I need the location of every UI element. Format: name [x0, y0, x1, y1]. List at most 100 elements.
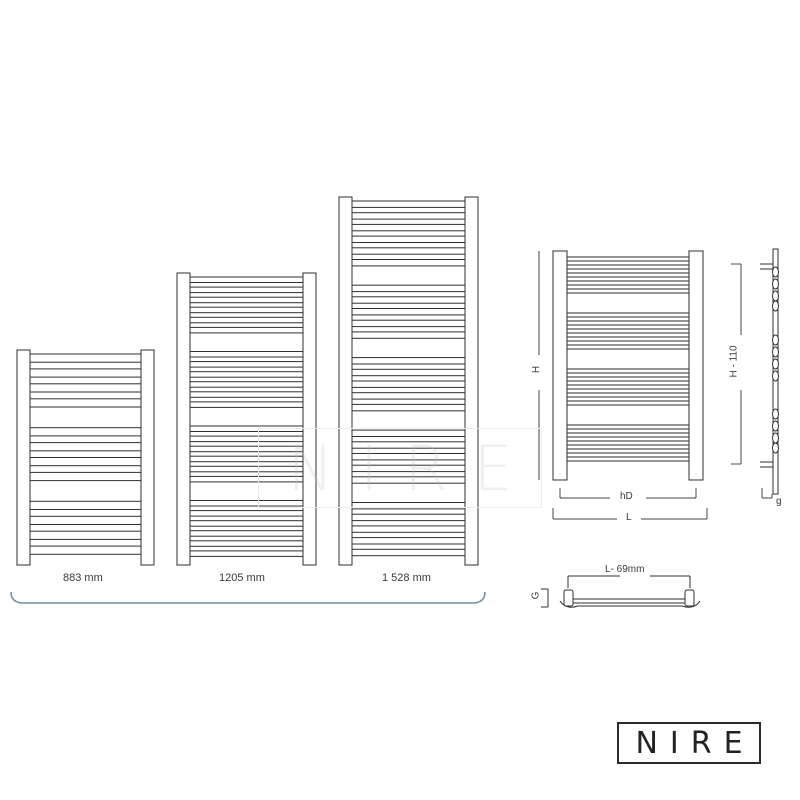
radiator-rail	[189, 381, 304, 388]
radiator-rail	[351, 429, 466, 438]
radiator-rail	[189, 276, 304, 283]
radiator-left-post	[16, 349, 31, 566]
side-tube	[772, 278, 779, 290]
radiator-rail	[189, 286, 304, 294]
radiator-rail	[351, 476, 466, 484]
radiator-rail	[189, 306, 304, 314]
radiator-rail	[351, 513, 466, 522]
side-tube	[772, 420, 779, 432]
radiator-rail	[351, 464, 466, 473]
top-width-label: L- 69mm	[605, 564, 645, 575]
radiator-rail	[189, 351, 304, 358]
watermark: NIRE	[258, 428, 542, 508]
radiator-rail	[189, 391, 304, 398]
front-rail	[566, 376, 690, 382]
radiator-rail	[351, 331, 466, 339]
radiator-rail	[351, 259, 466, 267]
side-view-radiator	[760, 248, 779, 495]
side-tube	[772, 290, 779, 302]
radiator-rail	[189, 500, 304, 507]
nire-logo: NIRE	[617, 722, 761, 764]
radiator-rail	[351, 403, 466, 412]
radiator-rail	[351, 441, 466, 449]
radiator-1528-height-label: 1 528 mm	[382, 572, 431, 584]
radiator-rail	[351, 357, 466, 365]
radiator-rail	[189, 530, 304, 537]
front-width-label: L	[626, 512, 632, 523]
front-rail	[566, 448, 690, 454]
radiator-rail	[351, 368, 466, 377]
radiator-rail	[189, 540, 304, 547]
radiator-1	[16, 349, 155, 566]
radiator-right-post	[464, 196, 479, 566]
radiator-rail	[351, 200, 466, 208]
front-rail	[566, 440, 690, 446]
radiator-left-post	[338, 196, 353, 566]
radiator-rail	[189, 435, 304, 443]
top-depth-label: G	[530, 591, 542, 600]
radiator-right-post	[140, 349, 155, 566]
radiator-series	[16, 196, 479, 566]
front-rail	[566, 400, 690, 406]
radiator-rail	[189, 316, 304, 324]
side-tube	[772, 370, 779, 382]
radiator-883-height-label: 883 mm	[63, 572, 103, 584]
radiator-rail	[189, 326, 304, 334]
radiator-rail	[351, 502, 466, 510]
radiator-rail	[29, 515, 142, 525]
size-range-bracket	[10, 591, 486, 604]
radiator-rail	[189, 371, 304, 378]
side-depth-label: g	[776, 496, 782, 507]
radiator-rail	[189, 465, 304, 473]
front-rail	[566, 384, 690, 390]
front-rail	[566, 424, 690, 430]
radiator-rail	[29, 545, 142, 555]
front-view-radiator	[552, 250, 704, 481]
side-height-label: H - 110	[728, 345, 740, 378]
radiator-rail	[189, 455, 304, 463]
radiator-rail	[189, 296, 304, 304]
side-tube	[772, 442, 779, 454]
radiator-left-post	[176, 272, 191, 566]
radiator-rail	[29, 457, 142, 467]
side-tube	[772, 266, 779, 278]
front-rail	[566, 392, 690, 398]
radiator-rail	[189, 550, 304, 557]
front-inner-width-label: hD	[620, 491, 633, 502]
front-rail	[566, 320, 690, 326]
radiator-rail	[29, 530, 142, 540]
radiator-1205-height-label: 1205 mm	[219, 572, 265, 584]
radiator-rail	[351, 212, 466, 220]
radiator-rail	[189, 510, 304, 517]
radiator-rail	[351, 223, 466, 232]
radiator-rail	[351, 247, 466, 255]
side-tube	[772, 300, 779, 312]
radiator-rail	[351, 319, 466, 328]
radiator-rail	[189, 445, 304, 453]
front-height-label: H	[531, 365, 543, 374]
top-view-radiator	[541, 575, 701, 608]
front-rail	[566, 336, 690, 342]
radiator-rail	[29, 398, 142, 408]
radiator-3	[338, 196, 479, 566]
radiator-rail	[189, 361, 304, 368]
radiator-right-post	[302, 272, 317, 566]
front-rail	[566, 328, 690, 334]
front-rail	[566, 432, 690, 438]
radiator-rail	[351, 525, 466, 533]
radiator-rail	[29, 368, 142, 378]
radiator-rail	[351, 392, 466, 400]
front-rail	[566, 264, 690, 270]
radiator-rail	[351, 453, 466, 461]
radiator-rail	[189, 520, 304, 527]
radiator-rail	[29, 427, 142, 437]
radiator-rail	[29, 500, 142, 510]
radiator-2	[176, 272, 317, 566]
radiator-rail	[351, 308, 466, 316]
radiator-rail	[351, 284, 466, 293]
radiator-rail	[29, 383, 142, 393]
side-tube	[772, 408, 779, 420]
front-rail	[566, 312, 690, 318]
radiator-rail	[29, 353, 142, 363]
